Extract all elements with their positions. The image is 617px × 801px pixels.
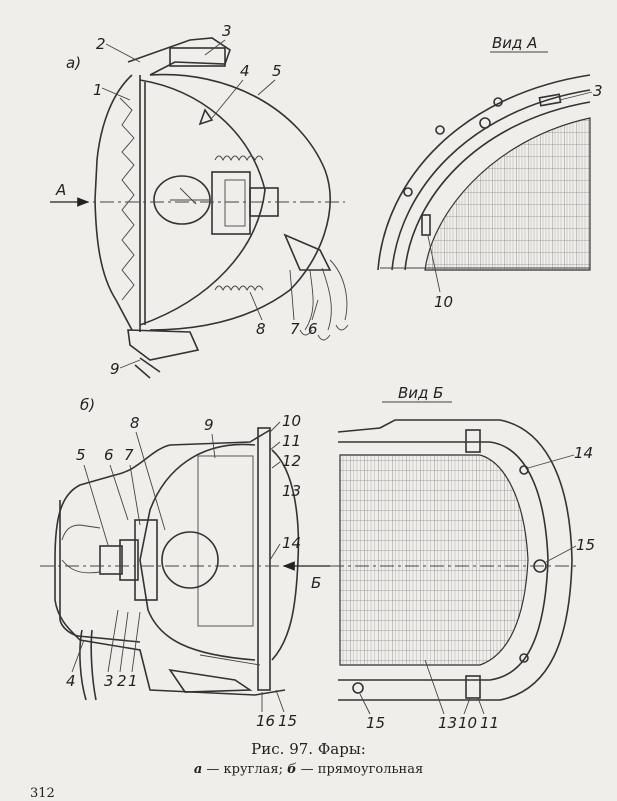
housing-b bbox=[54, 429, 286, 696]
part-a-leaders bbox=[101, 39, 319, 369]
callout-a-6: 6 bbox=[308, 320, 318, 338]
callout-a-5: 5 bbox=[272, 62, 282, 80]
reflector-a bbox=[139, 79, 266, 326]
housing-a bbox=[149, 73, 331, 331]
figure-caption-legend: а — круглая; б — прямоугольная bbox=[0, 762, 617, 777]
part-a-letter: а) bbox=[66, 54, 81, 72]
callout-a-7: 7 bbox=[290, 320, 300, 338]
lens-b bbox=[257, 427, 271, 691]
callout-a-4: 4 bbox=[240, 62, 250, 80]
part-b-callouts: 5 6 7 8 9 10 11 12 13 14 4 3 2 1 16 15 bbox=[66, 412, 301, 730]
spring-top-a bbox=[214, 155, 264, 162]
reflector-b bbox=[139, 443, 256, 661]
callout-b-15: 15 bbox=[278, 712, 297, 730]
view-a bbox=[377, 74, 591, 271]
part-a-callouts: 1 2 3 4 5 6 7 8 9 bbox=[93, 22, 318, 378]
headlamp-diagram: а) А 1 2 3 4 5 6 7 8 9 Вид А 3 bbox=[40, 22, 603, 732]
view-b-callout-10: 10 bbox=[458, 714, 477, 732]
bulb-b bbox=[161, 531, 219, 589]
callout-b-10: 10 bbox=[282, 412, 301, 430]
arrow-a-label: А bbox=[55, 181, 66, 199]
lens-grid-b bbox=[339, 454, 529, 666]
lens-a bbox=[94, 74, 133, 331]
callout-a-9: 9 bbox=[110, 360, 120, 378]
callout-b-5: 5 bbox=[76, 446, 86, 464]
callout-b-4: 4 bbox=[66, 672, 76, 690]
figure-caption-title: Рис. 97. Фары: bbox=[251, 740, 366, 758]
view-b-title: Вид Б bbox=[398, 384, 443, 402]
callout-b-6: 6 bbox=[104, 446, 114, 464]
callout-b-16: 16 bbox=[256, 712, 275, 730]
callout-a-3: 3 bbox=[222, 22, 232, 40]
legend-b-text: — прямоугольная bbox=[296, 762, 424, 777]
callout-b-3: 3 bbox=[104, 672, 114, 690]
callout-a-2: 2 bbox=[96, 35, 106, 53]
part-b-leaders bbox=[71, 421, 285, 713]
view-a-callout-3: 3 bbox=[593, 82, 603, 100]
view-b-callout-11: 11 bbox=[480, 714, 499, 732]
legend-a-letter: а bbox=[193, 762, 203, 777]
view-b bbox=[330, 419, 580, 701]
view-b-callout-15-right: 15 bbox=[576, 536, 595, 554]
view-a-title: Вид А bbox=[492, 34, 537, 52]
view-a-callout-10: 10 bbox=[434, 293, 453, 311]
callout-b-11: 11 bbox=[282, 432, 301, 450]
part-b-letter: б) bbox=[80, 396, 95, 414]
callout-a-1: 1 bbox=[93, 81, 103, 99]
callout-b-14: 14 bbox=[282, 534, 301, 552]
callout-b-13: 13 bbox=[282, 482, 301, 500]
callout-b-9: 9 bbox=[204, 416, 214, 434]
callout-b-1: 1 bbox=[128, 672, 138, 690]
view-b-callout-15-left: 15 bbox=[366, 714, 385, 732]
round-headlamp-section bbox=[50, 37, 349, 379]
socket-a bbox=[211, 171, 251, 235]
callout-b-2: 2 bbox=[117, 672, 127, 690]
page-number: 312 bbox=[30, 786, 55, 801]
view-b-callout-13: 13 bbox=[438, 714, 457, 732]
callout-b-12: 12 bbox=[282, 452, 301, 470]
spring-bottom-a bbox=[214, 285, 264, 292]
arrow-b-label: Б bbox=[311, 574, 321, 592]
view-b-frame bbox=[337, 419, 573, 701]
callout-a-8: 8 bbox=[256, 320, 266, 338]
legend-b-letter: б bbox=[287, 762, 297, 777]
legend-a-text: — круглая; bbox=[202, 762, 288, 777]
lens-grid-a bbox=[424, 117, 591, 271]
rect-headlamp-section bbox=[40, 427, 330, 701]
view-b-callout-14: 14 bbox=[574, 444, 593, 462]
callout-b-7: 7 bbox=[124, 446, 134, 464]
callout-b-8: 8 bbox=[130, 414, 140, 432]
socket-b bbox=[134, 519, 158, 601]
